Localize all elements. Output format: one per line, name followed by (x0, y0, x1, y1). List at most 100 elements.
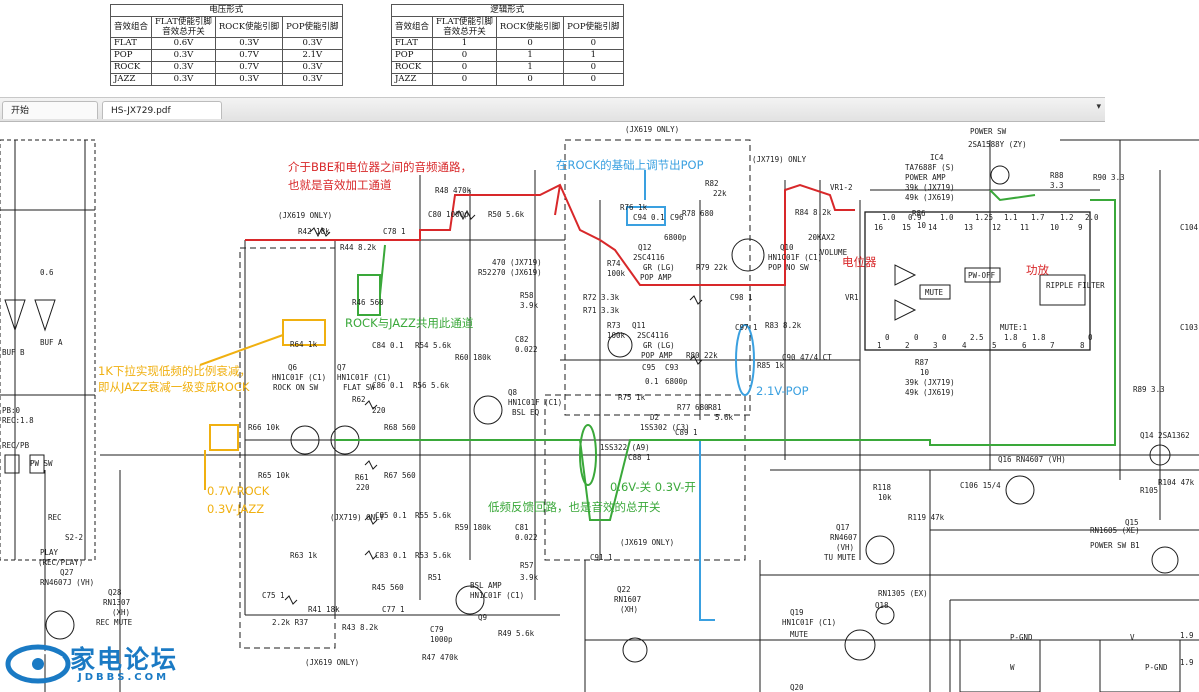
svg-text:R61: R61 (355, 473, 369, 482)
svg-text:2.2k R37: 2.2k R37 (272, 618, 308, 627)
svg-text:GR (LG): GR (LG) (643, 263, 675, 272)
svg-text:20KAX2: 20KAX2 (808, 233, 835, 242)
svg-text:R49 5.6k: R49 5.6k (498, 629, 535, 638)
svg-text:0.6: 0.6 (40, 268, 54, 277)
svg-text:MUTE: MUTE (925, 288, 944, 297)
svg-text:C90 47/4 CT: C90 47/4 CT (782, 353, 832, 362)
svg-text:1.8: 1.8 (1032, 333, 1046, 342)
svg-text:R81: R81 (708, 403, 722, 412)
red-note-1: 介于BBE和电位器之间的音频通路， (288, 160, 473, 174)
header-cell: 音效组合 (390, 16, 434, 38)
svg-text:Q7: Q7 (337, 363, 346, 372)
svg-text:3: 3 (933, 341, 938, 350)
svg-text:R74: R74 (607, 259, 621, 268)
svg-text:49k (JX619): 49k (JX619) (905, 193, 955, 202)
svg-text:MUTE:1: MUTE:1 (1000, 323, 1027, 332)
svg-text:C85 0.1: C85 0.1 (375, 511, 407, 520)
svg-text:P-GND: P-GND (1145, 663, 1168, 672)
svg-text:RN1305 (EX): RN1305 (EX) (878, 589, 928, 598)
svg-text:Q28: Q28 (108, 588, 122, 597)
svg-text:R73: R73 (607, 321, 621, 330)
svg-text:POWER AMP: POWER AMP (905, 173, 946, 182)
header-cell: POP使能引脚 (282, 16, 343, 38)
svg-text:0.9: 0.9 (908, 213, 922, 222)
svg-text:R41 18k: R41 18k (308, 605, 340, 614)
svg-text:1SS322 (A9): 1SS322 (A9) (600, 443, 650, 452)
svg-text:0.1: 0.1 (645, 377, 659, 386)
svg-text:0: 0 (1088, 333, 1093, 342)
svg-text:D2: D2 (650, 413, 659, 422)
svg-text:C95: C95 (642, 363, 656, 372)
svg-text:Q8: Q8 (508, 388, 518, 397)
svg-text:R89 3.3: R89 3.3 (1133, 385, 1165, 394)
svg-text:C78 1: C78 1 (383, 227, 406, 236)
svg-text:1.9: 1.9 (1180, 658, 1194, 667)
green-feedback-path (335, 199, 1116, 521)
site-logo-icon (5, 644, 71, 684)
svg-text:R59 180k: R59 180k (455, 523, 492, 532)
svg-text:REC:1.8: REC:1.8 (2, 416, 34, 425)
svg-text:C82: C82 (515, 335, 529, 344)
svg-text:R53 5.6k: R53 5.6k (415, 551, 452, 560)
tab-file[interactable]: HS-JX729.pdf (102, 101, 222, 119)
svg-text:1SS302 (C3): 1SS302 (C3) (640, 423, 690, 432)
svg-text:R82: R82 (705, 179, 719, 188)
svg-text:RN1607: RN1607 (614, 595, 641, 604)
svg-text:R43 8.2k: R43 8.2k (342, 623, 379, 632)
svg-text:(REC/PLAY): (REC/PLAY) (38, 558, 83, 567)
svg-text:R71 3.3k: R71 3.3k (583, 306, 620, 315)
svg-text:10: 10 (1050, 223, 1060, 232)
svg-text:REC MUTE: REC MUTE (96, 618, 133, 627)
svg-text:R88: R88 (1050, 171, 1064, 180)
red-branch (554, 184, 561, 216)
tab-home-label: 开始 (11, 106, 30, 116)
svg-text:RN1605 (XE): RN1605 (XE) (1090, 526, 1140, 535)
tab-home[interactable]: 开始 (2, 101, 98, 119)
svg-text:(JX619 ONLY): (JX619 ONLY) (625, 125, 679, 134)
svg-text:V: V (1130, 633, 1135, 642)
svg-text:(JX619 ONLY): (JX619 ONLY) (305, 658, 359, 667)
svg-text:7: 7 (1050, 341, 1055, 350)
svg-text:BUF A: BUF A (40, 338, 63, 347)
svg-text:R54 5.6k: R54 5.6k (415, 341, 452, 350)
svg-text:R60 180k: R60 180k (455, 353, 492, 362)
svg-text:POP AMP: POP AMP (640, 273, 672, 282)
svg-text:0.022: 0.022 (515, 533, 538, 542)
svg-text:R119 47k: R119 47k (908, 513, 945, 522)
svg-text:R78 680: R78 680 (682, 209, 714, 218)
svg-text:REC/PB: REC/PB (2, 441, 30, 450)
svg-text:C91 1: C91 1 (590, 553, 613, 562)
svg-text:POP AMP: POP AMP (641, 351, 673, 360)
green-note-mid: ROCK与JAZZ共用此通道 (345, 316, 474, 330)
svg-text:(VH): (VH) (836, 543, 854, 552)
yellow-note-4: 0.3V-JAZZ (207, 502, 265, 516)
svg-text:8: 8 (1080, 341, 1085, 350)
svg-text:R56 5.6k: R56 5.6k (413, 381, 450, 390)
svg-text:R55 5.6k: R55 5.6k (415, 511, 452, 520)
logo-name: 家电论坛 (70, 645, 179, 674)
svg-text:Q11: Q11 (632, 321, 646, 330)
svg-text:R66 10k: R66 10k (248, 423, 280, 432)
svg-text:R72 3.3k: R72 3.3k (583, 293, 620, 302)
svg-text:Q12: Q12 (638, 243, 652, 252)
svg-text:270 (JX619): 270 (JX619) (492, 268, 542, 277)
logic-table-caption: 逻辑形式 (391, 4, 624, 17)
svg-text:39k (JX719): 39k (JX719) (905, 378, 955, 387)
component-labels: (JX619 ONLY) (JX719) ONLY POWER SW 2SA15… (2, 125, 1199, 692)
chevron-down-icon[interactable]: ▾ (1096, 102, 1101, 112)
svg-text:3.9k: 3.9k (520, 573, 539, 582)
logo-url: JDBBS.COM (78, 672, 170, 683)
svg-text:IC4: IC4 (930, 153, 944, 162)
svg-text:VR1: VR1 (845, 293, 859, 302)
svg-text:FLAT SW: FLAT SW (343, 383, 375, 392)
svg-text:R52: R52 (478, 268, 492, 277)
blue-c94-box (626, 206, 666, 226)
svg-text:(JX619 ONLY): (JX619 ONLY) (620, 538, 674, 547)
svg-text:5.6k: 5.6k (715, 413, 734, 422)
svg-text:14: 14 (928, 223, 938, 232)
logic-table: 逻辑形式 音效组合 FLAT使能引脚 音效总开关 ROCK使能引脚 POP使能引… (390, 4, 624, 86)
svg-text:22k: 22k (713, 189, 727, 198)
